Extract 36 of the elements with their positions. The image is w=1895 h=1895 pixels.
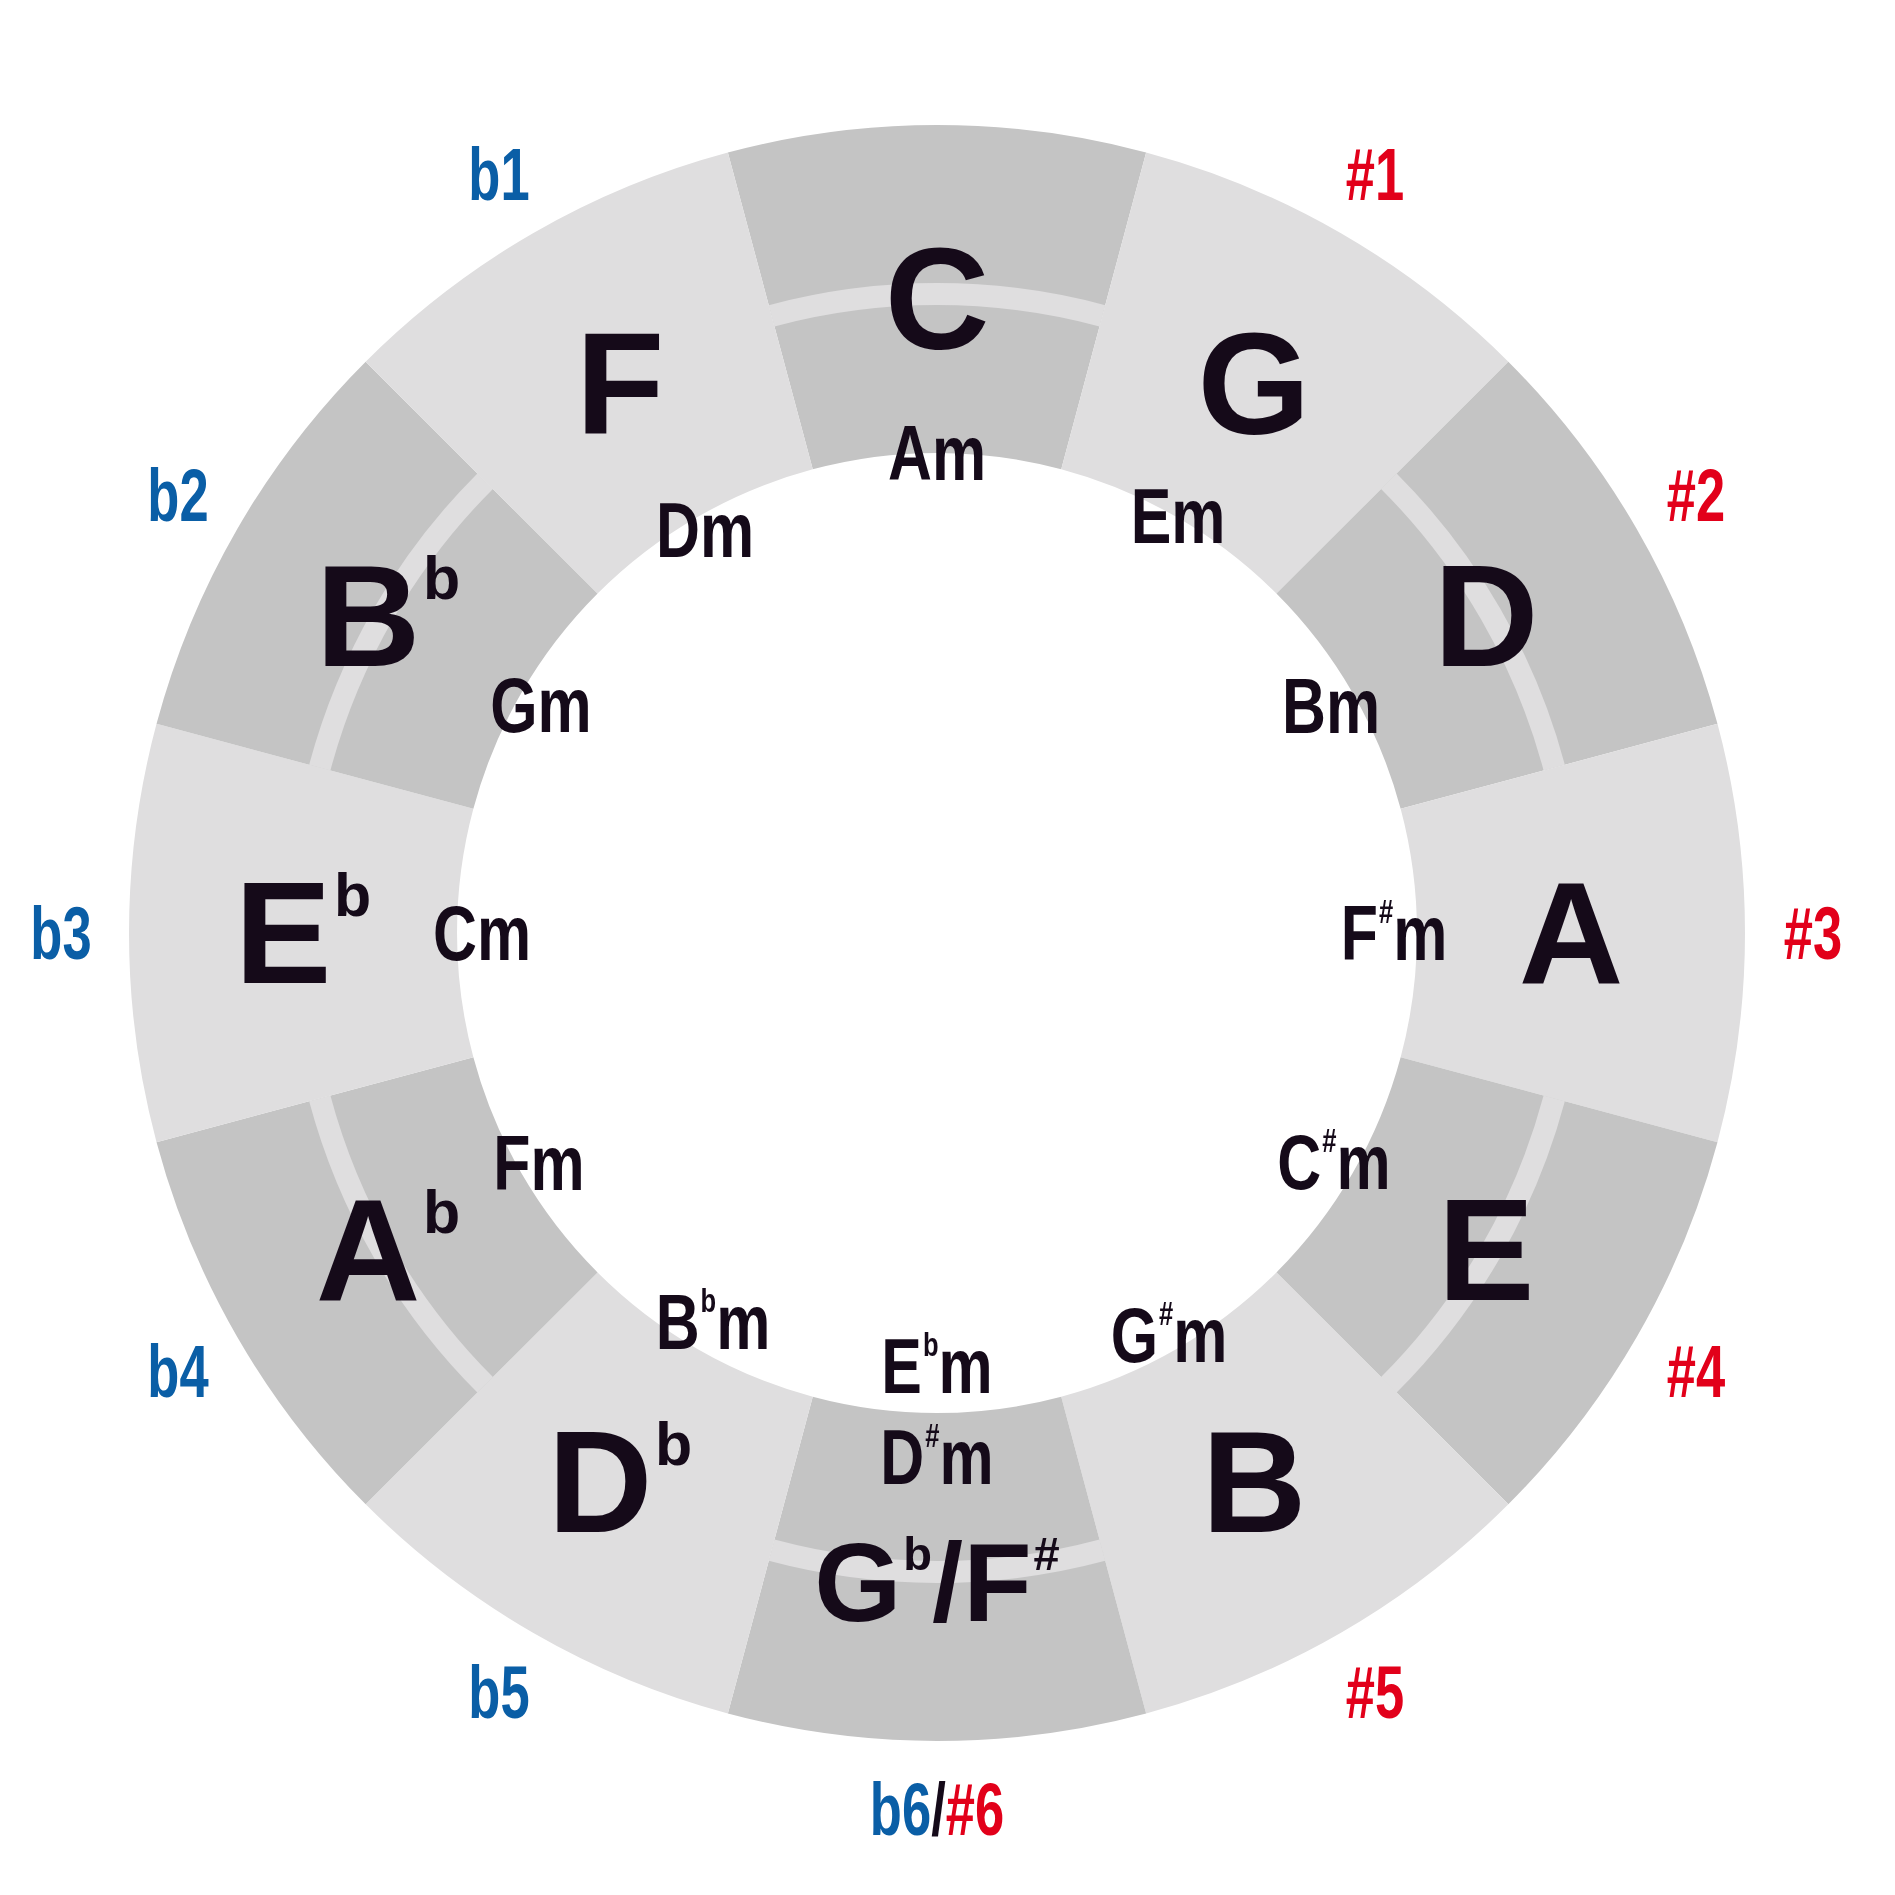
major-chord-label: A [1518, 860, 1624, 1006]
major-chord-label: B [1201, 1409, 1307, 1555]
major-chord-label: B$^{b}$ [315, 543, 461, 689]
major-chord-label: E$^{b}$ [234, 860, 372, 1006]
accidental-count-label: b3 [30, 895, 92, 971]
minor-chord-label: Gm [490, 665, 592, 744]
accidental-count-label: #5 [1345, 1654, 1405, 1730]
major-chord-label: C [884, 226, 990, 372]
major-chord-label: G [1197, 311, 1311, 457]
minor-chord-label: G$^{#}$m [1110, 1295, 1228, 1374]
major-chord-label: D [1433, 543, 1539, 689]
accidental-count-label: b6/#6 [869, 1771, 1005, 1847]
major-chord-label: E [1437, 1177, 1535, 1323]
accidental-count-label: #1 [1345, 136, 1405, 212]
minor-chord-label: Bm [1282, 666, 1381, 745]
major-chord-label: A$^{b}$ [315, 1177, 461, 1323]
minor-chord-label: Cm [433, 894, 531, 972]
accidental-count-label: b5 [468, 1654, 530, 1730]
minor-chord-label: E$^{b}$m [881, 1327, 993, 1405]
minor-chord-label: Am [888, 414, 986, 492]
major-chord-label: G$^{b}$/F$^{#}$ [814, 1527, 1060, 1639]
minor-chord-label: C$^{#}$m [1277, 1123, 1391, 1201]
accidental-count-label: b1 [468, 136, 530, 212]
major-chord-label: D$^{b}$ [547, 1409, 693, 1555]
minor-chord-label: Fm [493, 1123, 586, 1202]
accidental-count-label: #4 [1666, 1333, 1725, 1409]
major-chord-label: F [575, 311, 665, 457]
minor-chord-label: B$^{b}$m [655, 1282, 770, 1361]
accidental-count-label: #3 [1783, 895, 1843, 971]
minor-chord-label: Em [1130, 477, 1225, 556]
accidental-count-label: b2 [147, 457, 209, 533]
minor-chord-label: Dm [655, 491, 754, 570]
accidental-count-label: #2 [1666, 457, 1725, 533]
minor-chord-label: D$^{#}$m [880, 1418, 994, 1496]
accidental-count-label: b4 [147, 1333, 209, 1409]
minor-chord-label: F$^{#}$m [1340, 894, 1448, 972]
